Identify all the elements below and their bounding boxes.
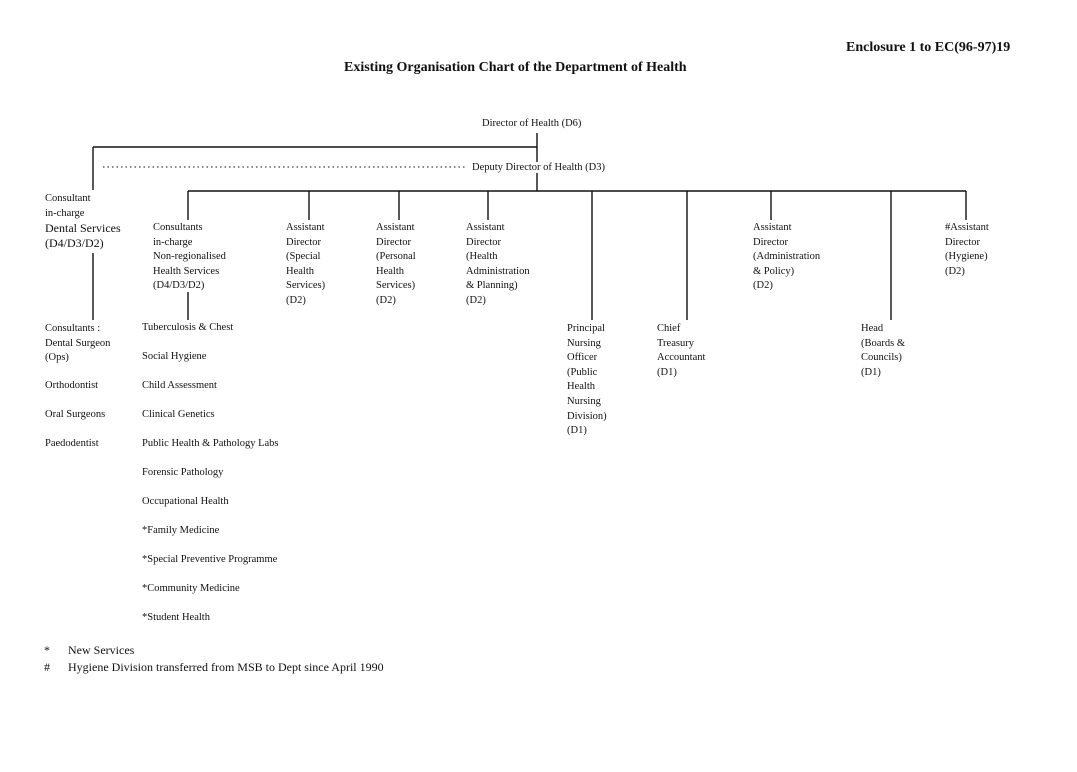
node-line: (Public — [567, 366, 598, 378]
node-line: (Health — [466, 251, 498, 263]
service-item: Social Hygiene — [142, 351, 207, 362]
node-line: Director — [286, 236, 321, 248]
node-line: Director — [376, 236, 411, 248]
node-line: Health — [376, 265, 404, 277]
node-line: (D2) — [945, 265, 965, 277]
node-line: Chief — [657, 323, 681, 334]
service-item: Paedodentist — [45, 438, 99, 449]
service-item: Orthodontist — [45, 380, 99, 391]
footnote-new-services: * New Services — [44, 643, 134, 658]
service-item: *Community Medicine — [142, 583, 240, 594]
service-item: Occupational Health — [142, 496, 229, 507]
node-line: (Special — [286, 251, 321, 263]
service-item: Dental Surgeon — [45, 337, 111, 349]
node-line: (D2) — [753, 280, 773, 292]
service-item: Clinical Genetics — [142, 409, 215, 420]
service-item: Tuberculosis & Chest — [142, 322, 234, 333]
service-item: Consultants : — [45, 323, 101, 334]
node-line: (Hygiene) — [945, 251, 988, 263]
node-line: Dental Services — [45, 221, 121, 236]
node-line: Non-regionalised — [153, 251, 226, 263]
node-line: (Administration — [753, 251, 821, 263]
footnote-mark: # — [44, 660, 50, 674]
node-line: Nursing — [567, 337, 601, 349]
node-line: (D4/D3/D2) — [153, 280, 205, 292]
node-line: & Policy) — [753, 265, 795, 277]
node-line: in-charge — [45, 207, 85, 219]
dental-services-list: Consultants : Dental Surgeon (Ops) — [45, 322, 110, 366]
node-line: Consultants — [153, 222, 203, 233]
node-line: Health Services — [153, 265, 220, 277]
node-line: Accountant — [657, 352, 706, 364]
head-boards-councils-node: Head (Boards & Councils) (D1) — [861, 322, 905, 380]
service-item: *Special Preventive Programme — [142, 554, 278, 565]
node-line: & Planning) — [466, 280, 518, 292]
node-line: Councils) — [861, 352, 902, 364]
nonregionalised-node: Consultants in-charge Non-regionalised H… — [153, 221, 226, 294]
node-line: (D2) — [466, 294, 486, 306]
node-line: Officer — [567, 352, 598, 364]
node-line: Administration — [466, 265, 530, 277]
node-line: (D2) — [376, 294, 396, 306]
node-line: Assistant — [753, 222, 792, 233]
ad-administration-policy-node: Assistant Director (Administration & Pol… — [753, 221, 820, 294]
ad-special-health-node: Assistant Director (Special Health Servi… — [286, 221, 325, 309]
deputy-director-node: Deputy Director of Health (D3) — [470, 162, 607, 173]
node-line: Principal — [567, 323, 605, 334]
node-line: Services) — [376, 280, 416, 292]
node-line: (D2) — [286, 294, 306, 306]
page-title: Existing Organisation Chart of the Depar… — [344, 60, 687, 75]
chief-treasury-accountant-node: Chief Treasury Accountant (D1) — [657, 322, 705, 380]
node-line: Director — [945, 236, 980, 248]
node-line: Nursing — [567, 395, 601, 407]
footnote-hygiene-transfer: # Hygiene Division transferred from MSB t… — [44, 660, 384, 675]
service-item: Child Assessment — [142, 380, 217, 391]
node-line: (D1) — [567, 425, 587, 437]
ad-health-admin-node: Assistant Director (Health Administratio… — [466, 221, 530, 309]
ad-hygiene-node: #Assistant Director (Hygiene) (D2) — [945, 221, 989, 279]
node-line: Assistant — [286, 222, 325, 233]
footnote-mark: * — [44, 643, 50, 657]
node-line: (Personal — [376, 251, 416, 263]
node-line: Head — [861, 323, 884, 334]
node-line: Services) — [286, 280, 326, 292]
enclosure-reference: Enclosure 1 to EC(96-97)19 — [846, 40, 1011, 55]
node-line: Division) — [567, 410, 607, 422]
footnote-text: Hygiene Division transferred from MSB to… — [68, 660, 384, 674]
node-line: Assistant — [466, 222, 505, 233]
node-line: (Boards & — [861, 337, 906, 349]
node-line: Health — [567, 381, 595, 393]
principal-nursing-officer-node: Principal Nursing Officer (Public Health… — [567, 322, 607, 439]
node-line: Assistant — [376, 222, 415, 233]
service-item: Oral Surgeons — [45, 409, 106, 420]
node-line: Director — [753, 236, 788, 248]
node-line: Health — [286, 265, 314, 277]
node-line: (D4/D3/D2) — [45, 236, 104, 251]
director-node: Director of Health (D6) — [482, 118, 582, 129]
dental-services-node: Consultant in-charge Dental Services (D4… — [45, 192, 121, 251]
node-line: Consultant — [45, 193, 91, 204]
node-line: Director — [466, 236, 501, 248]
service-item: Public Health & Pathology Labs — [142, 438, 279, 449]
node-line: #Assistant — [945, 222, 989, 233]
node-line: (D1) — [657, 366, 677, 378]
ad-personal-health-node: Assistant Director (Personal Health Serv… — [376, 221, 416, 309]
service-item: *Student Health — [142, 612, 210, 623]
service-item: *Family Medicine — [142, 525, 220, 536]
service-item: (Ops) — [45, 352, 69, 364]
footnote-text: New Services — [68, 643, 135, 657]
service-item: Forensic Pathology — [142, 467, 224, 478]
node-line: in-charge — [153, 236, 193, 248]
node-line: Treasury — [657, 337, 694, 349]
node-line: (D1) — [861, 366, 881, 378]
